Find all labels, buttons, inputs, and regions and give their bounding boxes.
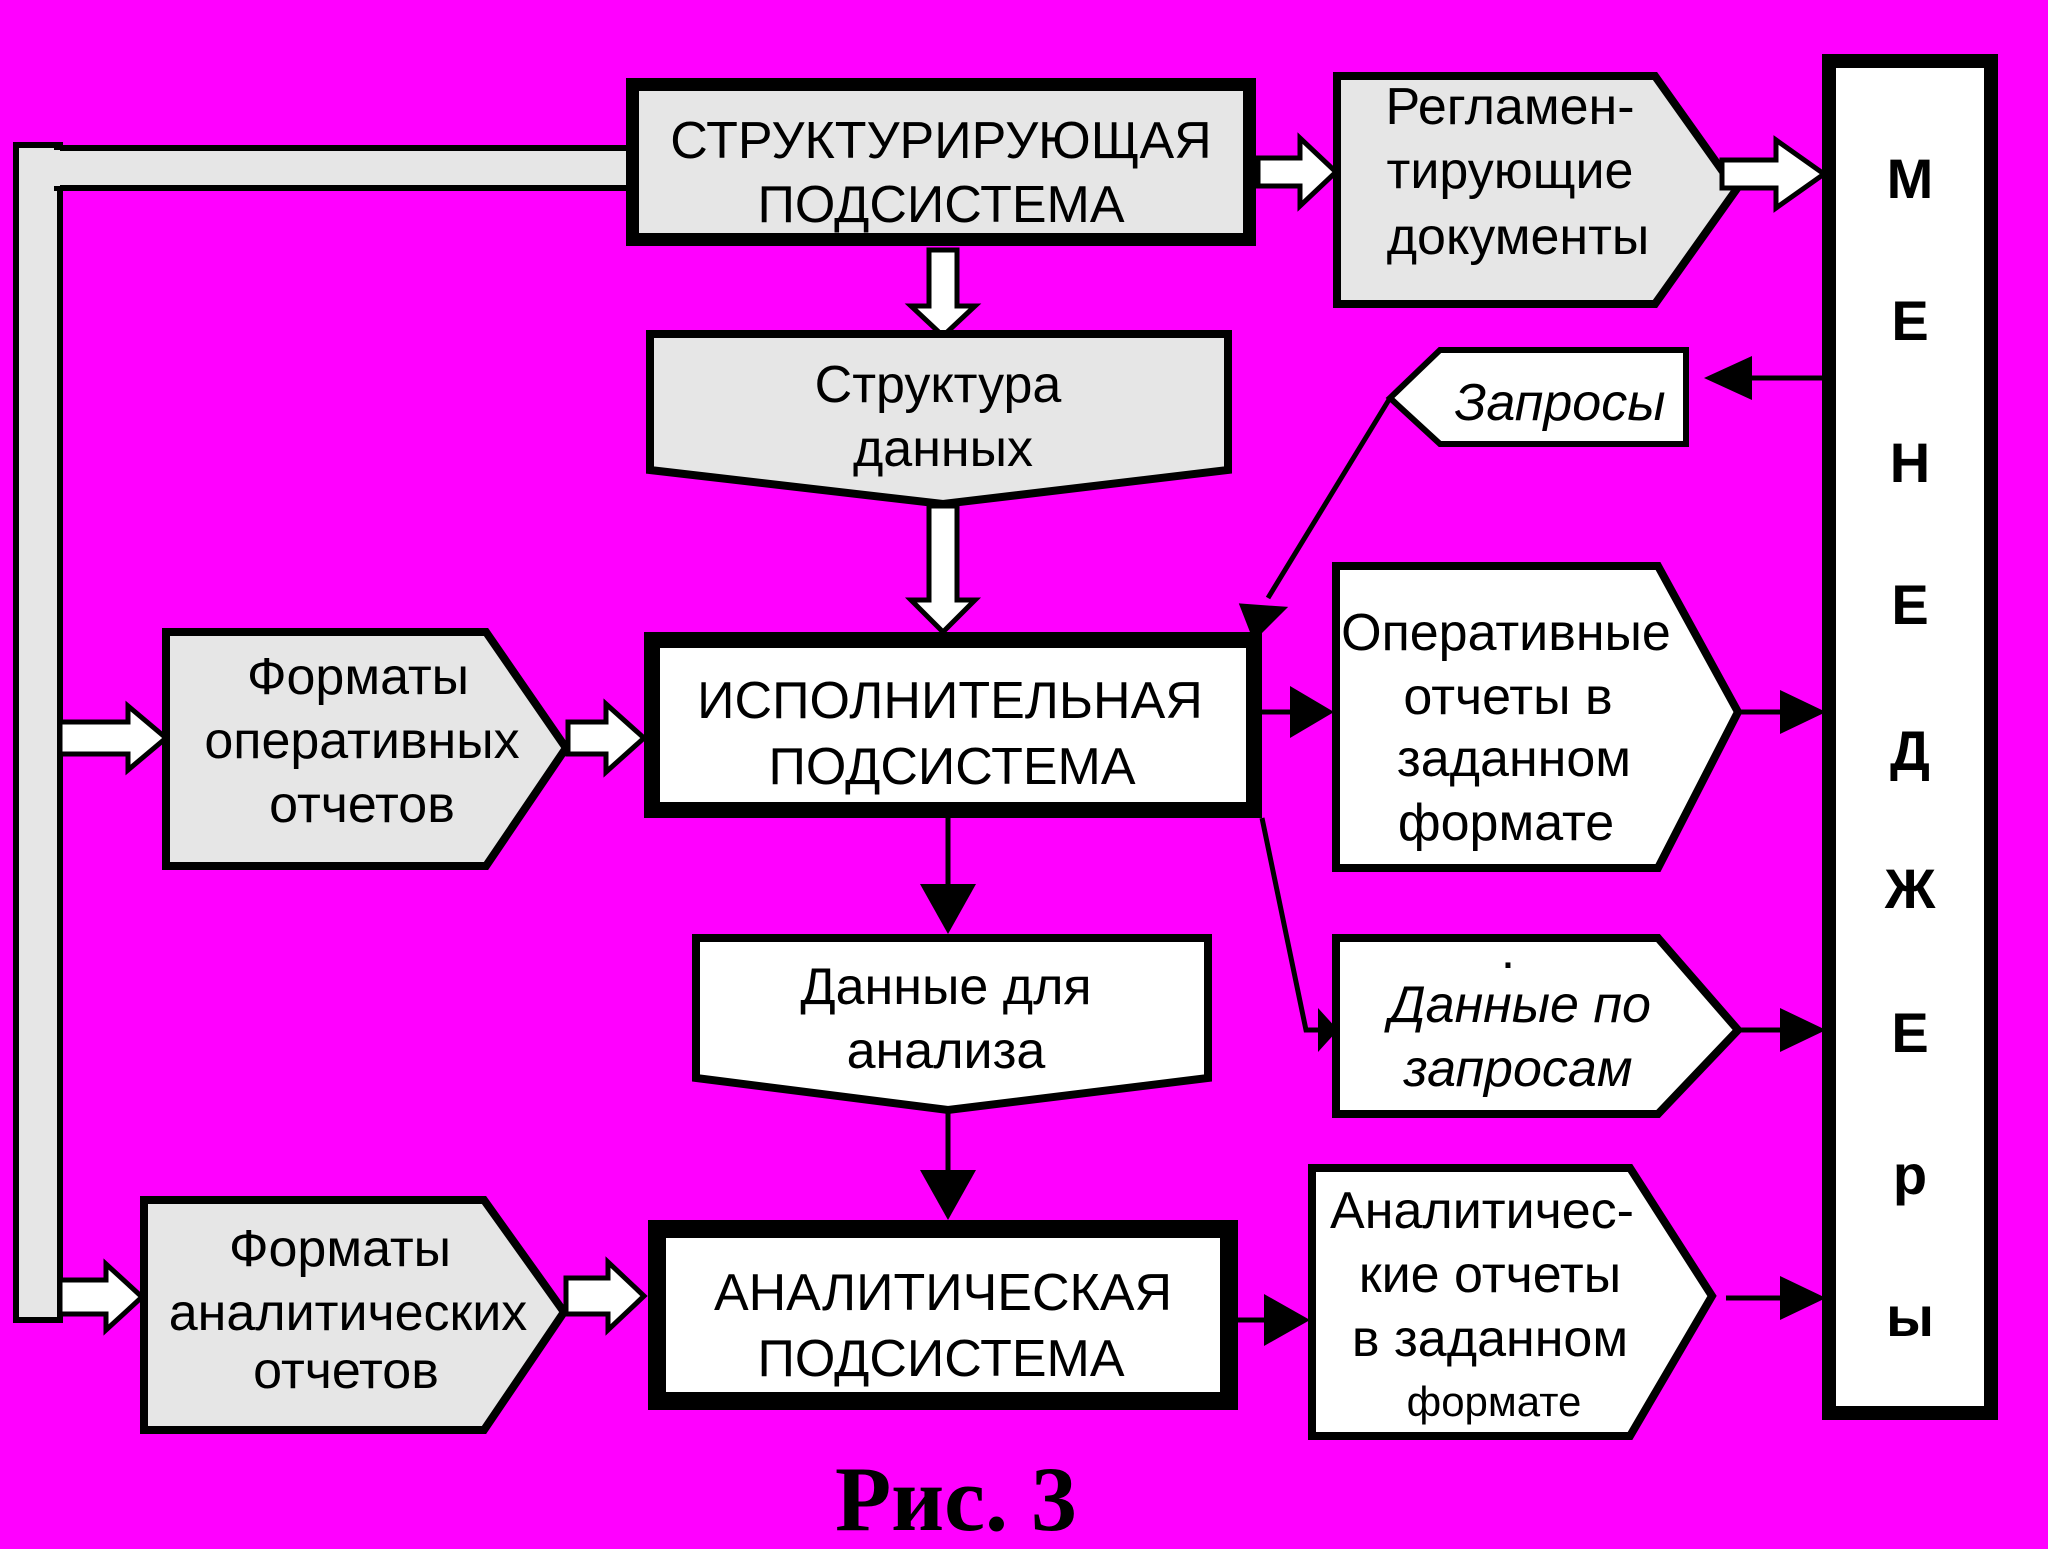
managers-letter-8: р xyxy=(1893,1143,1927,1206)
arrow-exec-to-data-for-analysis xyxy=(920,818,976,934)
arrow-managers-to-requests xyxy=(1704,356,1826,400)
hollow-arrow-docs-to-managers xyxy=(1719,135,1829,213)
arrow-an-reports-to-managers xyxy=(1726,1276,1826,1320)
hollow-arrow-op-formats-to-exec xyxy=(565,698,648,778)
requests-label: Запросы xyxy=(1455,374,1666,432)
an-reports-line4: формате xyxy=(1407,1378,1582,1425)
reg-docs-node: Регламен- тирующие документы xyxy=(1333,72,1741,308)
op-reports-line4: формате xyxy=(1398,794,1614,852)
data-structure-node: Структура данных xyxy=(646,330,1232,509)
data-structure-line1: Структура xyxy=(815,356,1062,414)
managers-letter-6: Ж xyxy=(1884,857,1936,920)
an-reports-node: Аналитичес- кие отчеты в заданном формат… xyxy=(1308,1164,1717,1440)
struct-subsystem-box: СТРУКТУРИРУЮЩАЯ ПОДСИСТЕМА xyxy=(626,78,1256,246)
figure-caption: Рис. 3 xyxy=(835,1448,1077,1549)
hollow-arrow-struct-to-docs xyxy=(1255,132,1340,212)
requests-node: Запросы xyxy=(1385,347,1689,447)
arrow-op-reports-to-managers xyxy=(1740,690,1826,734)
an-formats-line2: аналитических xyxy=(169,1284,528,1342)
an-formats-line1: Форматы xyxy=(229,1220,451,1278)
managers-letter-5: Д xyxy=(1890,719,1930,782)
op-formats-line2: оперативных xyxy=(204,712,519,770)
hollow-arrow-an-formats-to-analytic xyxy=(563,1256,648,1336)
managers-letter-9: ы xyxy=(1886,1285,1934,1348)
data-by-requests-node: . Данные по запросам xyxy=(1332,922,1744,1118)
op-formats-line1: Форматы xyxy=(247,648,469,706)
hollow-arrow-data-structure-to-exec xyxy=(904,503,982,636)
managers-letter-4: Е xyxy=(1891,573,1928,636)
an-reports-line3: в заданном xyxy=(1352,1310,1628,1368)
op-formats-line3: отчетов xyxy=(269,776,455,834)
data-for-analysis-node: Данные для анализа xyxy=(692,934,1212,1115)
arrow-exec-to-op-reports xyxy=(1262,686,1334,738)
arrow-exec-to-data-by-requests xyxy=(1259,817,1338,1052)
op-reports-node: Оперативные отчеты в заданном формате xyxy=(1332,562,1743,872)
data-by-requests-dot: . xyxy=(1501,922,1515,980)
managers-column: М Е Н Е Д Ж Е р ы xyxy=(1822,54,1998,1420)
left-feedback-pipe xyxy=(13,142,638,1323)
an-formats-line3: отчетов xyxy=(253,1342,439,1400)
arrow-data-for-analysis-to-analytic xyxy=(920,1110,976,1220)
arrow-requests-to-exec xyxy=(1238,396,1393,642)
an-reports-line2: кие отчеты xyxy=(1359,1246,1621,1304)
reg-docs-line3: документы xyxy=(1387,208,1650,266)
hollow-arrow-pipe-to-an-formats xyxy=(57,1258,146,1336)
hollow-arrow-pipe-to-op-formats xyxy=(57,700,170,776)
data-for-analysis-line2: анализа xyxy=(847,1022,1046,1080)
managers-letter-2: Е xyxy=(1891,289,1928,352)
struct-subsystem-line2: ПОДСИСТЕМА xyxy=(757,176,1124,234)
op-formats-node: Форматы оперативных отчетов xyxy=(162,628,571,870)
exec-subsystem-line2: ПОДСИСТЕМА xyxy=(768,738,1135,796)
an-subsystem-line2: ПОДСИСТЕМА xyxy=(757,1330,1124,1388)
data-by-requests-line1: Данные по xyxy=(1384,976,1651,1034)
an-reports-line1: Аналитичес- xyxy=(1330,1182,1634,1240)
reg-docs-line2: тирующие xyxy=(1387,142,1634,200)
reg-docs-line1: Регламен- xyxy=(1385,78,1634,136)
managers-letter-7: Е xyxy=(1891,1001,1928,1064)
exec-subsystem-line1: ИСПОЛНИТЕЛЬНАЯ xyxy=(697,672,1203,730)
op-reports-line3: заданном xyxy=(1397,730,1631,788)
an-formats-node: Форматы аналитических отчетов xyxy=(140,1196,569,1434)
op-reports-line1: Оперативные xyxy=(1341,604,1671,662)
struct-subsystem-line1: СТРУКТУРИРУЮЩАЯ xyxy=(670,112,1211,170)
an-subsystem-line1: АНАЛИТИЧЕСКАЯ xyxy=(714,1264,1172,1322)
arrow-data-by-requests-to-managers xyxy=(1740,1008,1826,1052)
managers-letter-3: Н xyxy=(1890,431,1930,494)
exec-subsystem-box: ИСПОЛНИТЕЛЬНАЯ ПОДСИСТЕМА xyxy=(644,632,1262,818)
hollow-arrow-struct-to-data-structure xyxy=(904,247,982,340)
data-by-requests-line2: запросам xyxy=(1403,1040,1633,1098)
an-subsystem-box: АНАЛИТИЧЕСКАЯ ПОДСИСТЕМА xyxy=(648,1220,1238,1410)
managers-letter-1: М xyxy=(1887,147,1934,210)
data-for-analysis-line1: Данные для xyxy=(800,958,1091,1016)
op-reports-line2: отчеты в xyxy=(1403,668,1612,726)
arrow-analytic-to-an-reports xyxy=(1238,1294,1310,1346)
data-structure-line2: данных xyxy=(853,420,1033,478)
